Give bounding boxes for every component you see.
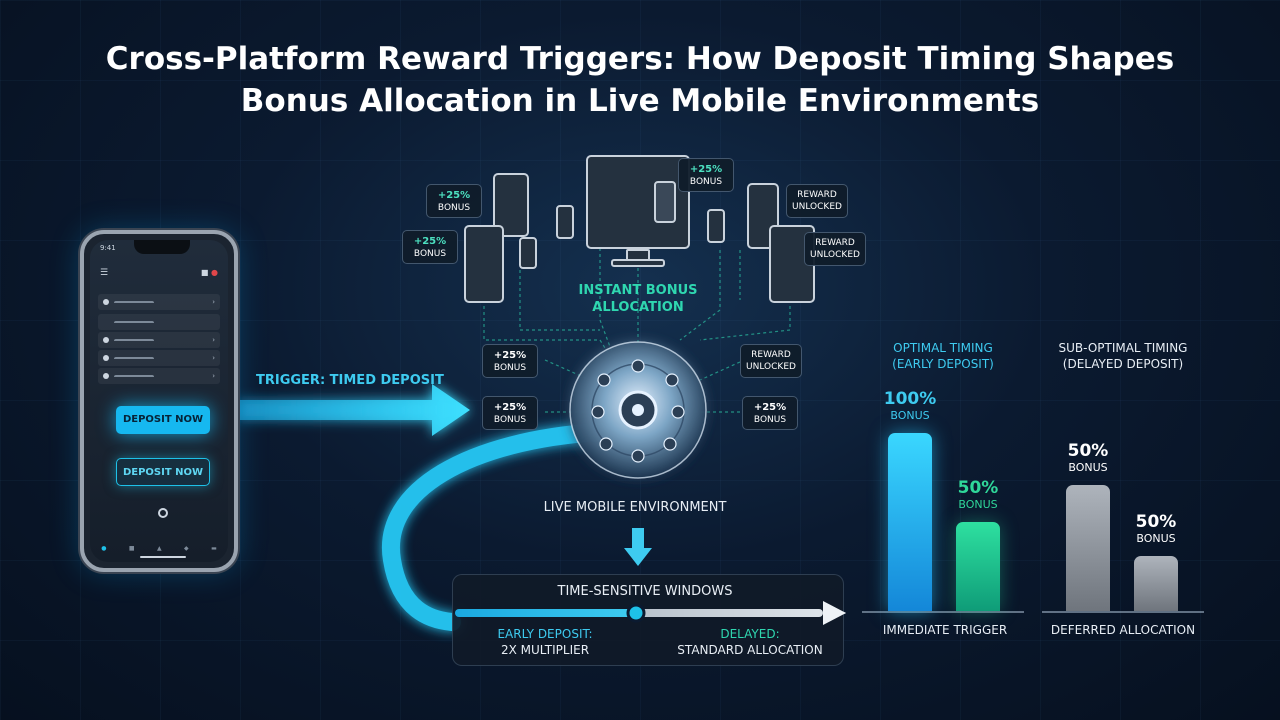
bonus-badge: +25% BONUS bbox=[678, 158, 734, 192]
tab-rewards-icon[interactable]: ▲ bbox=[156, 545, 162, 552]
chevron-right-icon: › bbox=[212, 354, 215, 362]
deposit-now-secondary-button[interactable]: DEPOSIT NOW bbox=[116, 458, 210, 486]
tab-settings-icon[interactable]: ▬ bbox=[211, 545, 217, 552]
delayed-label: DELAYED: STANDARD ALLOCATION bbox=[677, 627, 823, 657]
bonus-badge: +25% BONUS bbox=[742, 396, 798, 430]
notification-icons: ■ ● bbox=[200, 268, 218, 277]
chart-baseline bbox=[1042, 611, 1204, 613]
early-deposit-label: EARLY DEPOSIT: 2X MULTIPLIER bbox=[497, 627, 593, 657]
chart-bar bbox=[1134, 556, 1178, 611]
bar-data-label: 50%BONUS bbox=[1116, 512, 1196, 545]
flow-curve bbox=[381, 423, 609, 631]
user-icon bbox=[103, 337, 109, 343]
instant-bonus-label: INSTANT BONUS ALLOCATION bbox=[548, 282, 728, 316]
bonus-badge: +25% BONUS bbox=[402, 230, 458, 264]
page-title: Cross-Platform Reward Triggers: How Depo… bbox=[40, 38, 1240, 122]
bar-unit-text: BONUS bbox=[1068, 461, 1108, 474]
chart-bar bbox=[1066, 485, 1110, 611]
instant-line-2: ALLOCATION bbox=[592, 300, 684, 315]
user-icon bbox=[103, 299, 109, 305]
trigger-label: TRIGGER: TIMED DEPOSIT bbox=[256, 373, 444, 388]
phone-tab-bar: ● ■ ▲ ◆ ▬ bbox=[90, 545, 228, 552]
alert-icon: ● bbox=[211, 268, 218, 277]
user-icon bbox=[103, 373, 109, 379]
trigger-arrow bbox=[238, 384, 470, 436]
chart-baseline bbox=[862, 611, 1024, 613]
optimal-timing-title: OPTIMAL TIMING (EARLY DEPOSIT) bbox=[892, 341, 994, 371]
list-item[interactable] bbox=[98, 314, 220, 330]
home-ring-icon bbox=[158, 508, 168, 518]
list-item[interactable]: › bbox=[98, 332, 220, 348]
reward-unlocked-badge: REWARD UNLOCKED bbox=[740, 344, 802, 378]
bar-value-text: 50% bbox=[957, 478, 999, 498]
list-item[interactable]: › bbox=[98, 294, 220, 310]
chevron-right-icon: › bbox=[212, 336, 215, 344]
tab-home-icon[interactable]: ● bbox=[101, 545, 107, 552]
instant-line-1: INSTANT BONUS bbox=[578, 283, 698, 298]
chevron-right-icon: › bbox=[212, 298, 215, 306]
menu-icon[interactable]: ☰ bbox=[100, 268, 109, 278]
bar-data-label: 50%BONUS bbox=[938, 478, 1018, 511]
phone-notch bbox=[134, 240, 190, 254]
reward-unlocked-badge: REWARD UNLOCKED bbox=[786, 184, 848, 218]
tab-wallet-icon[interactable]: ■ bbox=[128, 545, 135, 552]
bonus-badge: +25% BONUS bbox=[482, 344, 538, 378]
chart-bar bbox=[956, 522, 1000, 611]
chart-bar bbox=[888, 433, 932, 611]
title-line-2: Bonus Allocation in Live Mobile Environm… bbox=[240, 83, 1040, 119]
chevron-right-icon: › bbox=[212, 372, 215, 380]
bonus-badge: +25% BONUS bbox=[482, 396, 538, 430]
time-window-title: TIME-SENSITIVE WINDOWS bbox=[557, 584, 733, 599]
sub-optimal-timing-title: SUB-OPTIMAL TIMING (DELAYED DEPOSIT) bbox=[1058, 341, 1188, 371]
list-item[interactable]: › bbox=[98, 368, 220, 384]
home-indicator bbox=[140, 556, 186, 558]
phone-screen: 9:41 ☰ ■ ● › › › › DEPOSIT NOW DEPOSIT N… bbox=[90, 240, 228, 562]
mobile-phone: 9:41 ☰ ■ ● › › › › DEPOSIT NOW DEPOSIT N… bbox=[80, 230, 238, 572]
deposit-now-button[interactable]: DEPOSIT NOW bbox=[116, 406, 210, 434]
bar-unit-text: BONUS bbox=[958, 498, 998, 511]
down-arrow bbox=[624, 528, 652, 566]
bar-value-text: 100% bbox=[883, 389, 937, 409]
immediate-trigger-label: IMMEDIATE TRIGGER bbox=[882, 623, 1008, 637]
reward-unlocked-badge: REWARD UNLOCKED bbox=[804, 232, 866, 266]
bar-data-label: 50%BONUS bbox=[1048, 441, 1128, 474]
bar-unit-text: BONUS bbox=[890, 409, 930, 422]
bar-data-label: 100%BONUS bbox=[870, 389, 950, 422]
live-environment-label: LIVE MOBILE ENVIRONMENT bbox=[543, 500, 727, 515]
bar-value-text: 50% bbox=[1067, 441, 1109, 461]
user-icon bbox=[103, 355, 109, 361]
tab-profile-icon[interactable]: ◆ bbox=[184, 545, 189, 552]
deferred-allocation-label: DEFERRED ALLOCATION bbox=[1050, 623, 1196, 637]
bonus-badge: +25% BONUS bbox=[426, 184, 482, 218]
list-item[interactable]: › bbox=[98, 350, 220, 366]
status-time: 9:41 bbox=[100, 244, 116, 252]
bar-unit-text: BONUS bbox=[1136, 532, 1176, 545]
time-window-panel bbox=[452, 574, 844, 666]
bar-value-text: 50% bbox=[1135, 512, 1177, 532]
title-line-1: Cross-Platform Reward Triggers: How Depo… bbox=[105, 41, 1175, 77]
device-icons bbox=[464, 155, 815, 303]
